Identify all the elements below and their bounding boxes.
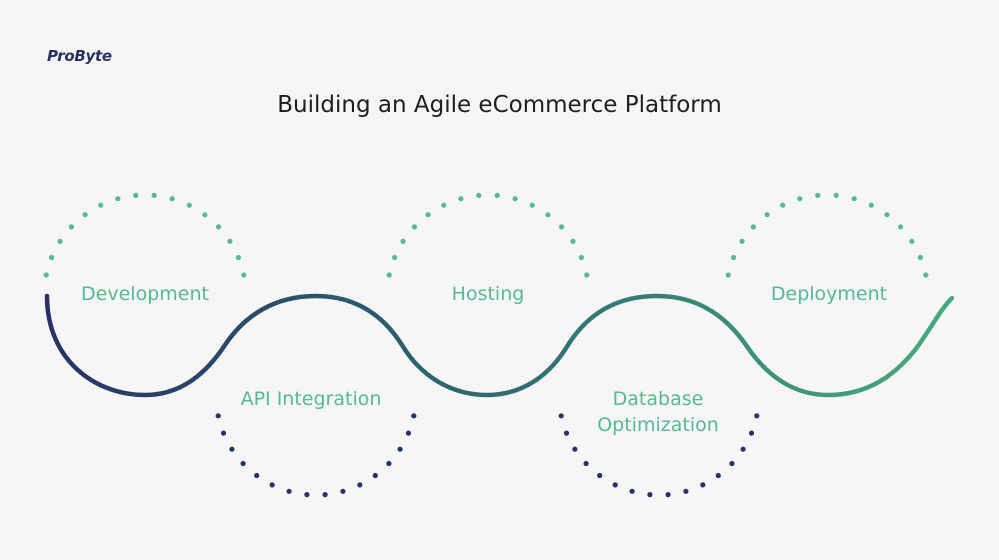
arc-dot-host [545,212,551,218]
stage-hosting-label: Hosting [451,283,525,305]
arc-dot-host [400,238,406,244]
arc-dot-api [386,460,392,467]
brand-logo: ProByte [47,47,112,65]
arc-dot-db [683,488,689,494]
stage-database-optimization-label: Database Optimization [558,386,758,438]
arc-dot-db [612,482,618,488]
arc-dot-db [647,492,653,498]
arc-dot-dev [169,196,175,202]
arc-dot-db [572,446,578,452]
stage-database-line2: Optimization [597,414,719,436]
arc-dot-dep [851,196,857,202]
arc-dot-dev [57,238,63,244]
arc-dot-dep [725,272,731,278]
arc-dot-dep [898,224,904,230]
arc-dot-host [559,224,565,230]
arc-dot-dev [68,224,74,230]
page-title: Building an Agile eCommerce Platform [277,92,722,118]
arc-dot-dep [884,212,890,218]
arc-dot-dep [833,192,839,198]
arc-dot-api [269,482,275,488]
arc-dot-api [240,460,246,467]
arc-dot-dev [216,224,222,230]
arc-dot-api [397,446,403,452]
arc-dot-host [529,202,535,208]
stage-development-label: Development [81,283,209,305]
arc-dot-dev [186,202,192,208]
arc-dot-db [715,472,721,479]
arc-dot-db [563,430,570,436]
arc-dot-dev [133,192,139,198]
arc-dot-db [558,413,564,419]
stage-deployment-label: Deployment [770,283,888,305]
arc-dot-dev [235,254,241,261]
arc-dot-dep [750,224,757,230]
arc-dot-api [286,488,292,494]
arc-dot-api [372,472,378,479]
wave-line [44,293,955,398]
arc-dot-host [494,192,500,198]
arc-dot-api [357,482,363,488]
arc-dot-api [220,430,227,436]
arc-dot-host [570,238,576,244]
arc-dot-api [340,488,346,494]
arc-dot-dev [115,196,121,202]
arc-dot-host [441,202,447,208]
arc-dot-db [740,446,746,452]
dotted-arcs [43,192,929,498]
arc-dot-db [700,482,706,488]
arc-dot-dep [731,254,737,261]
arc-dot-api [322,492,328,498]
arc-dot-host [392,254,398,261]
arc-dot-dep [739,238,745,244]
arc-dot-db [597,472,603,479]
arc-dot-api [229,446,235,452]
arc-dot-dep [764,212,770,218]
arc-dot-db [754,413,760,419]
arc-dot-dev [241,272,247,278]
arc-dot-dev [151,192,157,198]
arc-dot-dev [98,202,104,208]
arc-dot-dev [82,212,88,218]
arc-dot-db [729,460,735,467]
arc-dot-api [411,413,417,419]
arc-dot-host [425,212,431,218]
arc-dot-host [476,192,482,198]
arc-dot-api [254,472,260,479]
arc-dot-api [215,413,221,419]
arc-dot-dev [49,254,55,261]
arc-dot-dep [780,202,786,208]
arc-dot-db [629,488,635,494]
arc-dot-host [458,196,464,202]
arc-dot-dep [797,196,803,202]
arc-dot-host [512,196,518,202]
arc-dot-dev [202,212,208,218]
arc-dot-host [386,272,392,278]
arc-dot-db [748,430,755,436]
arc-dot-dep [917,254,924,261]
arc-dot-db [583,460,589,467]
arc-dot-host [578,254,585,261]
arc-dot-dep [923,272,929,278]
arc-dot-dev [43,272,49,278]
arc-dot-dep [909,238,915,244]
stage-database-line1: Database [612,388,704,410]
arc-dot-host [411,224,417,230]
arc-dot-host [584,272,590,278]
arc-dot-api [405,430,412,436]
arc-dot-db [665,492,671,498]
stage-api-integration-label: API Integration [240,388,382,410]
arc-dot-dep [868,202,874,208]
arc-dot-dev [227,238,233,244]
arc-dot-api [304,492,310,498]
arc-dot-dep [815,192,821,198]
